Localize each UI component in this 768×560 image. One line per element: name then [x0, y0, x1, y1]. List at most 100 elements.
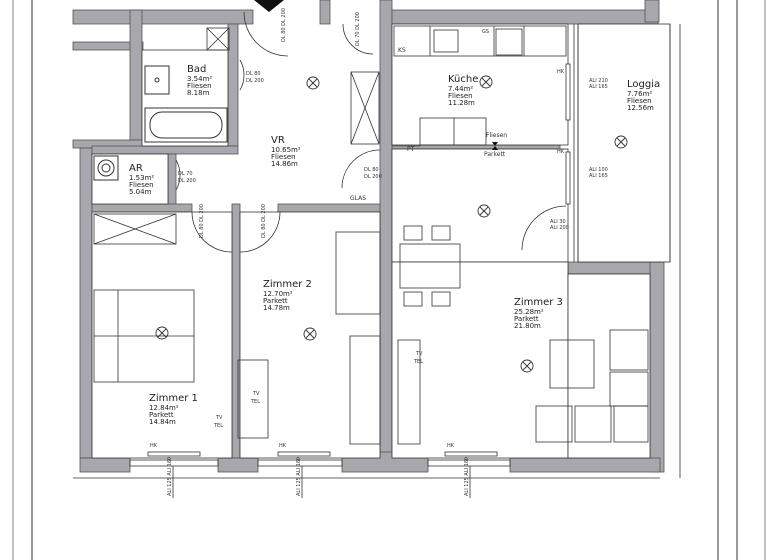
door-label-top: DL 70 DL 200 — [355, 12, 361, 46]
room-name: Zimmer 2 — [263, 279, 312, 290]
tv-label: TV — [416, 351, 423, 357]
window-width: ALI 210 — [589, 78, 608, 84]
room-floor: Parkett — [149, 411, 174, 420]
tv-label: TV — [216, 415, 223, 421]
sill-width: ALI 125 — [464, 477, 470, 496]
door-height: DL 200 — [178, 178, 196, 184]
door-height: DL 200 — [281, 8, 287, 26]
radiator-label: HK — [447, 443, 455, 449]
room-label-zimmer3: Zimmer 3 25.28m² Parkett 21.80m — [514, 292, 563, 331]
door-height: DL 200 — [364, 174, 382, 180]
room-floor: Fliesen — [448, 92, 473, 101]
loggia-door: ALI 30 ALI 200 — [550, 220, 569, 231]
kitchen-gs-label: GS — [482, 29, 490, 35]
sill-height: ALI 160 — [167, 456, 173, 476]
floor-change-top: Fliesen — [486, 132, 508, 139]
room-name: Zimmer 1 — [149, 393, 198, 404]
room-area: 3.54m² — [187, 74, 213, 83]
room-label-kueche: Küche 7.44m² Fliesen 11.28m — [448, 69, 478, 108]
room-floor: Parkett — [263, 297, 288, 306]
door-width: DL 80 — [199, 223, 205, 238]
window-height: ALI 165 — [589, 173, 608, 179]
door-width: DL 70 — [178, 171, 193, 177]
tel-label: TEL — [214, 423, 223, 429]
ceiling-light-icon — [477, 204, 491, 218]
room-name: VR — [271, 135, 285, 146]
room-label-zimmer2: Zimmer 2 12.70m² Parkett 14.78m — [263, 274, 312, 313]
door-height: DL 200 — [246, 78, 264, 84]
room-floor: Parkett — [514, 315, 539, 324]
ceiling-light-icon — [614, 135, 628, 149]
room-perimeter: 21.80m — [514, 322, 541, 331]
sill-height: ALI 160 — [296, 456, 302, 476]
room-area: 7.44m² — [448, 84, 474, 93]
room-label-loggia: Loggia 7.76m² Fliesen 12.56m — [627, 74, 660, 113]
room-area: 1.53m² — [129, 173, 155, 182]
window-height: ALI 165 — [589, 84, 608, 90]
door-width: DL 80 — [281, 27, 287, 42]
ceiling-light-icon — [520, 359, 534, 373]
room-label-ar: AR 1.53m² Fliesen 5.04m — [129, 158, 154, 197]
room-floor: Fliesen — [129, 181, 154, 190]
door-width: ALI 30 — [550, 219, 566, 225]
room-area: 7.76m² — [627, 89, 653, 98]
sill-height: ALI 160 — [464, 456, 470, 476]
pt-label: PT — [407, 146, 415, 153]
window-sill-2: ALI 125 ALI 160 — [296, 456, 302, 496]
ceiling-light-icon — [479, 75, 493, 89]
room-label-bad: Bad 3.54m² Fliesen 8.18m — [187, 59, 212, 98]
room-perimeter: 12.56m — [627, 104, 654, 113]
sill-width: ALI 125 — [167, 477, 173, 496]
ceiling-light-icon — [306, 76, 320, 90]
radiator-label: HK — [557, 69, 565, 75]
room-name: Bad — [187, 64, 207, 75]
door-height: DL 200 — [355, 12, 361, 30]
radiator-label: HK — [557, 149, 565, 155]
ceiling-light-icon — [155, 326, 169, 340]
room-perimeter: 5.04m — [129, 188, 152, 197]
radiator-label: HK — [150, 443, 158, 449]
room-name: Küche — [448, 74, 479, 85]
room-label-zimmer1: Zimmer 1 12.84m² Parkett 14.84m — [149, 388, 198, 427]
tv-label: TV — [253, 391, 260, 397]
door-label-bad: DL 80 DL 200 — [246, 72, 264, 84]
room-label-vr: VR 10.65m² Fliesen 14.86m — [271, 130, 301, 169]
room-perimeter: 14.86m — [271, 160, 298, 169]
radiator-label: HK — [279, 443, 287, 449]
room-name: Loggia — [627, 79, 661, 90]
room-area: 10.65m² — [271, 145, 301, 154]
floor-change-bottom: Parkett — [484, 151, 506, 158]
room-area: 25.28m² — [514, 307, 544, 316]
door-label-entry: DL 80 DL 200 — [281, 8, 287, 42]
room-name: Zimmer 3 — [514, 297, 563, 308]
window-sill-1: ALI 125 ALI 160 — [167, 456, 173, 496]
room-perimeter: 11.28m — [448, 99, 475, 108]
kitchen-ks-label: KS — [398, 47, 406, 54]
room-area: 12.70m² — [263, 289, 293, 298]
entrance-arrow — [254, 0, 284, 12]
room-area: 12.84m² — [149, 403, 179, 412]
door-width: DL 80 — [246, 71, 261, 77]
tel-label: TEL — [251, 399, 260, 405]
door-width: DL 70 — [355, 31, 361, 46]
window-width: ALI 100 — [589, 167, 608, 173]
sill-width: ALI 125 — [296, 477, 302, 496]
room-floor: Fliesen — [271, 153, 296, 162]
door-height: DL 200 — [199, 204, 205, 222]
ceiling-light-icon — [303, 327, 317, 341]
loggia-window-2: ALI 100 ALI 165 — [589, 168, 608, 179]
door-height: ALI 200 — [550, 225, 569, 231]
room-perimeter: 14.78m — [263, 304, 290, 313]
door-label-ar: DL 70 DL 200 — [178, 172, 196, 184]
room-name: AR — [129, 163, 143, 174]
room-perimeter: 8.18m — [187, 89, 210, 98]
door-label-glas: DL 80 DL 200 — [364, 168, 382, 180]
door-label-z1: DL 80 DL 200 — [199, 204, 205, 238]
loggia-window-1: ALI 210 ALI 165 — [589, 79, 608, 90]
room-floor: Fliesen — [187, 82, 212, 91]
glas-label: GLAS — [350, 195, 367, 202]
walls — [72, 0, 665, 473]
door-width: DL 80 — [261, 223, 267, 238]
room-floor: Fliesen — [627, 97, 652, 106]
